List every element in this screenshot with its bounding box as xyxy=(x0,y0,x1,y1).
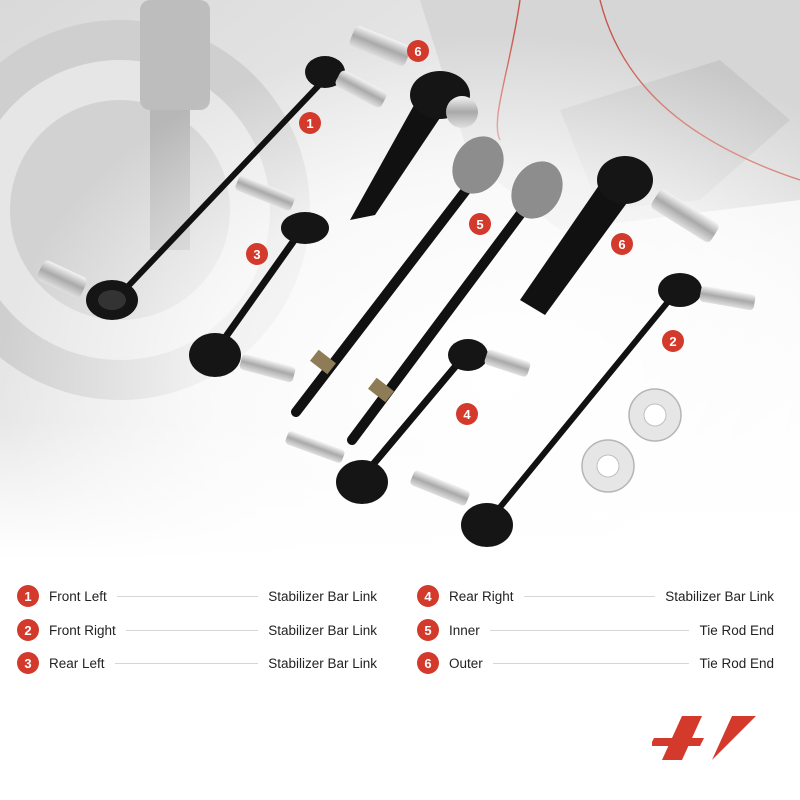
photo-badge-4: 4 xyxy=(456,403,478,425)
legend-item: 2 Front Right Stabilizer Bar Link xyxy=(17,617,377,643)
front-right-stabilizer-link xyxy=(410,273,756,547)
inner-tie-rod-right xyxy=(347,161,563,445)
photo-badge-5: 5 xyxy=(469,213,491,235)
lock-washers xyxy=(581,388,682,493)
outer-tie-rod-end-right xyxy=(520,156,719,315)
photo-badge-6: 6 xyxy=(611,233,633,255)
legend-leader-line xyxy=(489,629,690,631)
legend-leader-line xyxy=(116,595,259,597)
legend-position: Inner xyxy=(449,622,480,638)
legend-leader-line xyxy=(523,595,656,597)
legend-number-badge: 1 xyxy=(17,585,39,607)
legend-position: Front Left xyxy=(49,588,107,604)
legend-number-badge: 4 xyxy=(417,585,439,607)
legend-position: Front Right xyxy=(49,622,116,638)
legend-part-name: Tie Rod End xyxy=(699,655,774,671)
legend-leader-line xyxy=(114,662,259,664)
legend-part-name: Tie Rod End xyxy=(699,622,774,638)
legend-position: Outer xyxy=(449,655,483,671)
legend-number-badge: 2 xyxy=(17,619,39,641)
photo-badge-3: 3 xyxy=(246,243,268,265)
legend-number-badge: 3 xyxy=(17,652,39,674)
product-photo xyxy=(0,0,800,560)
legend-part-name: Stabilizer Bar Link xyxy=(665,588,774,604)
brand-logo xyxy=(652,716,756,760)
rear-right-stabilizer-link xyxy=(285,339,531,504)
legend-item: 4 Rear Right Stabilizer Bar Link xyxy=(417,583,774,609)
inner-tie-rod-left xyxy=(291,136,504,417)
legend-item: 5 Inner Tie Rod End xyxy=(417,617,774,643)
front-left-stabilizer-link xyxy=(37,56,387,320)
legend-leader-line xyxy=(125,629,259,631)
legend-item: 6 Outer Tie Rod End xyxy=(417,650,774,676)
legend-part-name: Stabilizer Bar Link xyxy=(268,588,377,604)
photo-badge-2: 2 xyxy=(662,330,684,352)
legend-part-name: Stabilizer Bar Link xyxy=(268,655,377,671)
legend-number-badge: 6 xyxy=(417,652,439,674)
legend-item: 1 Front Left Stabilizer Bar Link xyxy=(17,583,377,609)
rear-left-stabilizer-link xyxy=(189,175,329,383)
legend-position: Rear Left xyxy=(49,655,105,671)
legend-number-badge: 5 xyxy=(417,619,439,641)
legend-part-name: Stabilizer Bar Link xyxy=(268,622,377,638)
photo-badge-6: 6 xyxy=(407,40,429,62)
outer-tie-rod-end-top xyxy=(349,26,478,220)
photo-badge-1: 1 xyxy=(299,112,321,134)
legend-position: Rear Right xyxy=(449,588,514,604)
legend-item: 3 Rear Left Stabilizer Bar Link xyxy=(17,650,377,676)
legend-leader-line xyxy=(492,662,690,664)
